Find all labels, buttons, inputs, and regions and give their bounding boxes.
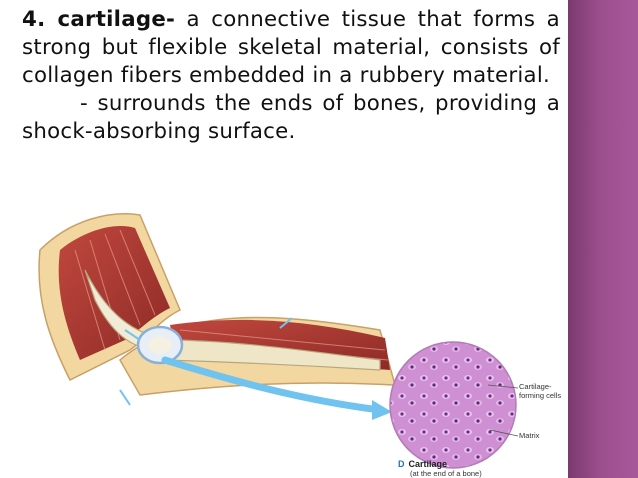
bullet-paragraph: - surrounds the ends of bones, providing… [22,91,560,144]
term-heading: 4. cartilage- [22,7,176,32]
cartilage-micrograph [389,341,517,469]
caption-subtitle: (at the end of a bone) [410,469,482,478]
slide-text: 4. cartilage- a connective tissue that f… [22,6,560,146]
definition-text: a connective tissue that forms a strong … [22,7,560,88]
upper-arm-muscle [58,226,170,360]
caption-title: Cartilage [408,459,448,469]
decorative-side-band [568,0,638,478]
definition-paragraph: 4. cartilage- a connective tissue that f… [22,6,560,90]
elbow-illustration [38,213,519,469]
forearm-bone [164,339,381,371]
label-matrix: Matrix [519,431,540,440]
zoom-arrow [161,356,384,414]
caption-letter: D [398,459,405,469]
label-cartilage-cells: Cartilage- forming cells [519,382,562,400]
